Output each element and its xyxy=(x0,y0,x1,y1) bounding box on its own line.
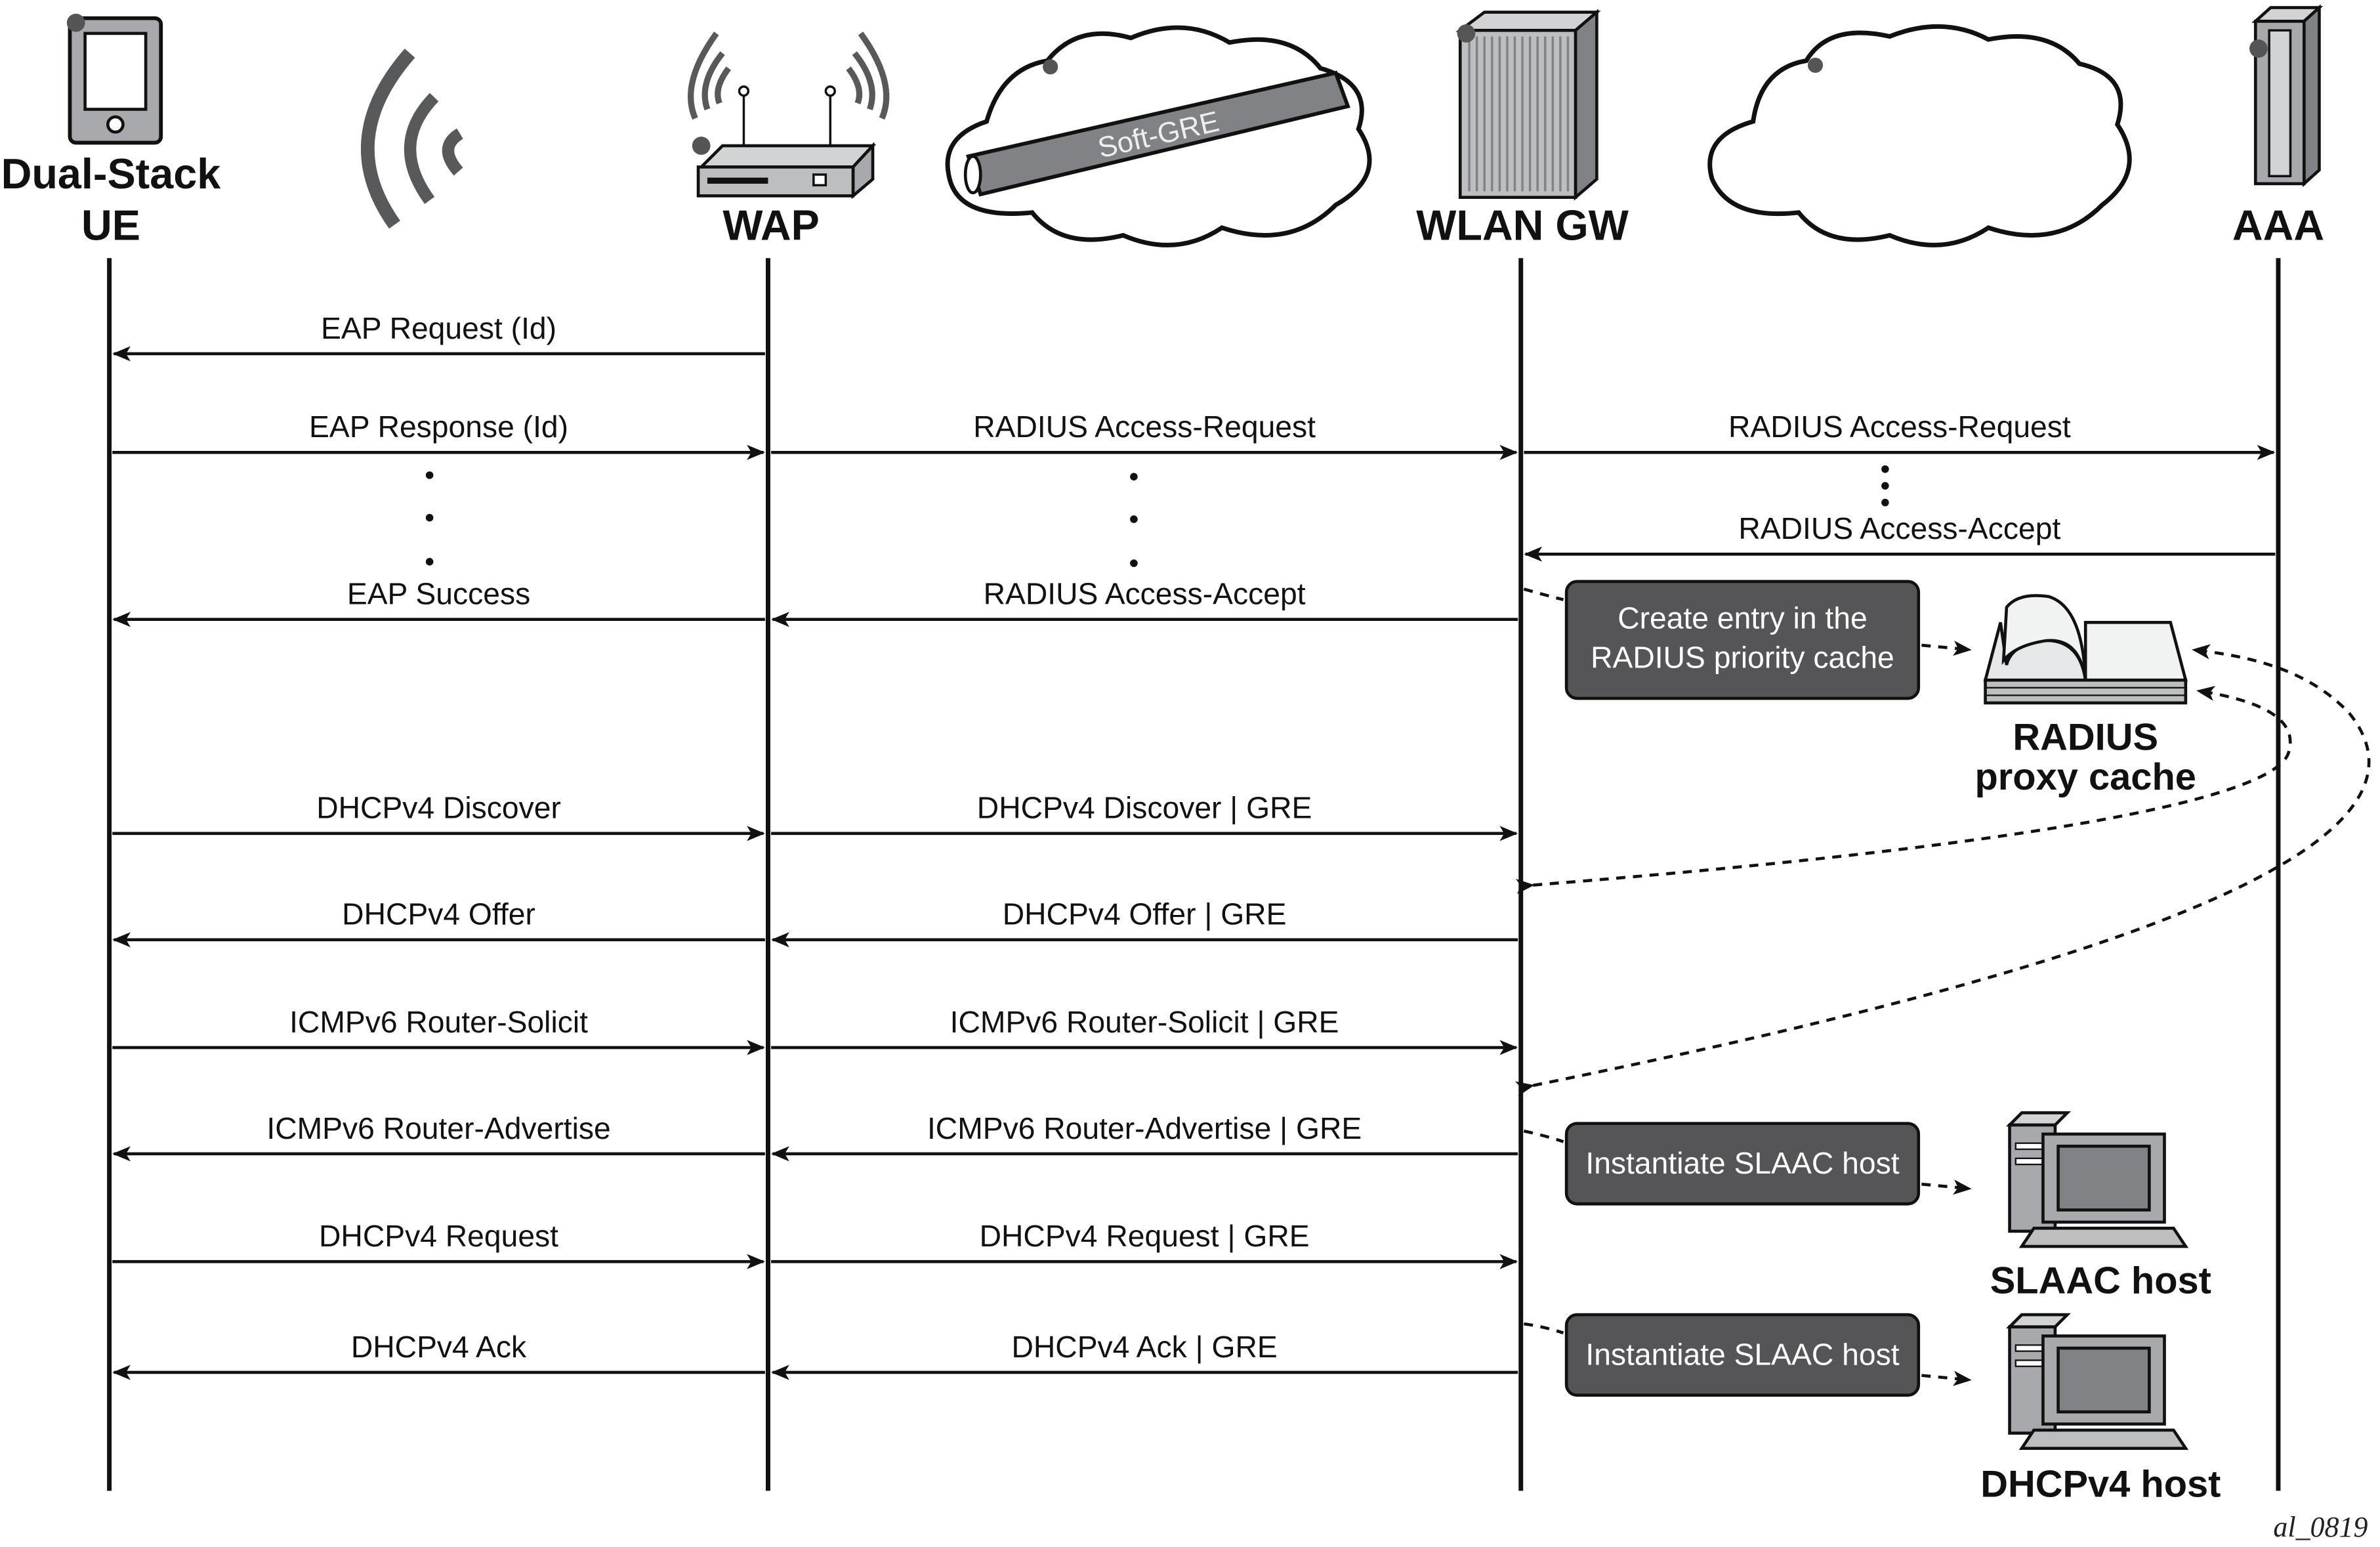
message: DHCPv4 Request xyxy=(112,1219,765,1269)
action-box: Instantiate SLAAC host xyxy=(1564,1122,1921,1206)
server-icon xyxy=(2249,4,2324,188)
message-label: DHCPv4 Discover xyxy=(316,791,561,825)
message: DHCPv4 Offer | GRE xyxy=(771,897,1518,948)
message: ICMPv6 Router-Advertise xyxy=(112,1111,765,1162)
action-text: RADIUS priority cache xyxy=(1591,641,1894,675)
wlan-gw-label: WLAN GW xyxy=(1416,201,1629,249)
message-label: DHCPv4 Request | GRE xyxy=(980,1219,1310,1253)
message: DHCPv4 Request | GRE xyxy=(771,1219,1518,1269)
action-text: Instantiate SLAAC host xyxy=(1585,1146,1899,1180)
continuation-dots xyxy=(425,465,1889,567)
action-text: Create entry in the xyxy=(1618,601,1867,635)
message-label: EAP Success xyxy=(347,577,530,611)
action-box: Instantiate SLAAC host xyxy=(1564,1313,1921,1397)
message: EAP Response (Id) xyxy=(112,410,765,460)
message: EAP Success xyxy=(112,577,765,627)
message-label: ICMPv6 Router-Solicit | GRE xyxy=(950,1005,1339,1039)
cloud-icon: Soft-GRE xyxy=(945,25,1372,247)
computer-icon xyxy=(2005,1313,2189,1450)
message-label: DHCPv4 Offer xyxy=(342,897,535,931)
dhcpv4-host-caption: DHCPv4 host xyxy=(1980,1464,2221,1506)
message-label: DHCPv4 Ack xyxy=(351,1330,527,1364)
message: DHCPv4 Offer xyxy=(112,897,765,948)
book-icon xyxy=(1983,594,2188,705)
message: DHCPv4 Discover | GRE xyxy=(771,791,1518,841)
message-label: RADIUS Access-Accept xyxy=(1738,511,2060,545)
message-label: RADIUS Access-Accept xyxy=(984,577,1306,611)
message: DHCPv4 Discover xyxy=(112,791,765,841)
message-label: EAP Response (Id) xyxy=(309,410,568,444)
message: ICMPv6 Router-Solicit | GRE xyxy=(771,1005,1518,1055)
message: EAP Request (Id) xyxy=(112,311,765,362)
message-label: RADIUS Access-Request xyxy=(1728,410,2071,444)
cache-lookup-arrow xyxy=(1515,685,2292,895)
message-label: RADIUS Access-Request xyxy=(973,410,1316,444)
message: RADIUS Access-Accept xyxy=(1524,511,2276,562)
message: ICMPv6 Router-Solicit xyxy=(112,1005,765,1055)
ue-label-line2: UE xyxy=(81,201,140,249)
computer-icon xyxy=(2005,1111,2189,1248)
message-label: ICMPv6 Router-Advertise | GRE xyxy=(927,1111,1362,1145)
message-label: ICMPv6 Router-Advertise xyxy=(266,1111,610,1145)
message: RADIUS Access-Request xyxy=(1524,410,2276,460)
figure-id: al_0819 xyxy=(2273,1511,2368,1543)
router-icon xyxy=(688,32,890,200)
wireless-signal-icon xyxy=(360,49,464,229)
phone-icon xyxy=(66,13,163,145)
message: DHCPv4 Ack xyxy=(112,1330,765,1380)
message: ICMPv6 Router-Advertise | GRE xyxy=(771,1111,1518,1162)
message-label: DHCPv4 Offer | GRE xyxy=(1003,897,1287,931)
ue-label-line1: Dual-Stack xyxy=(1,150,222,198)
message-label: DHCPv4 Discover | GRE xyxy=(977,791,1312,825)
tunnel-pipe-icon xyxy=(963,70,1350,197)
message-label: ICMPv6 Router-Solicit xyxy=(289,1005,588,1039)
book-caption: proxy cache xyxy=(1974,756,2196,798)
cache-lookup-arrow xyxy=(1515,644,2371,1097)
cloud-icon xyxy=(1707,24,2132,247)
aaa-label: AAA xyxy=(2232,201,2324,249)
message: RADIUS Access-Accept xyxy=(771,577,1518,627)
book-caption: RADIUS xyxy=(2013,717,2158,759)
message: RADIUS Access-Request xyxy=(771,410,1518,460)
message-label: DHCPv4 Request xyxy=(319,1219,558,1253)
gateway-chassis-icon xyxy=(1455,9,1601,201)
message-label: EAP Request (Id) xyxy=(321,311,556,345)
action-text: Instantiate SLAAC host xyxy=(1585,1337,1899,1371)
message-label: DHCPv4 Ack | GRE xyxy=(1011,1330,1277,1364)
slaac-host-caption: SLAAC host xyxy=(1990,1260,2211,1302)
action-box: Create entry in the RADIUS priority cach… xyxy=(1564,580,1921,700)
wap-label: WAP xyxy=(722,201,820,249)
message: DHCPv4 Ack | GRE xyxy=(771,1330,1518,1380)
